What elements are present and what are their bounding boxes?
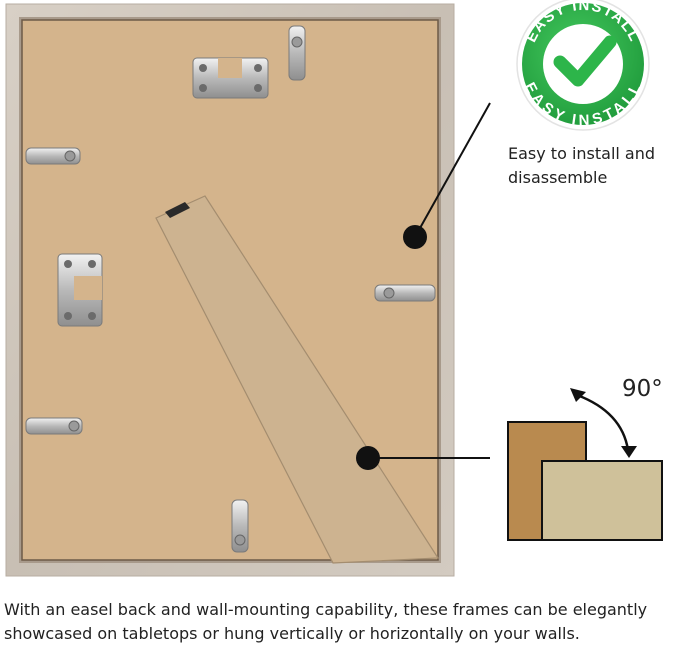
hanging-bracket-top: [192, 57, 269, 99]
product-caption: With an easel back and wall-mounting cap…: [4, 598, 679, 646]
hanging-bracket-left: [57, 253, 103, 327]
arrowhead-end-icon: [621, 446, 637, 458]
install-callout-line1: Easy to install and: [508, 144, 656, 163]
orientation-diagram: [507, 388, 663, 541]
rotation-angle-label: 90°: [622, 376, 663, 402]
turn-clip-right: [374, 284, 436, 302]
arrowhead-start-icon: [570, 388, 586, 402]
install-callout-line2: disassemble: [508, 168, 608, 187]
install-callout-text: Easy to install and disassemble: [508, 142, 673, 190]
turn-clip-left-upper: [25, 147, 81, 165]
rotation-arc: [576, 393, 630, 451]
turn-clip-left-lower: [25, 417, 83, 435]
easy-install-badge: EASY INSTALL EASY INSTALL: [516, 0, 650, 131]
callout-pointer-install: [403, 102, 491, 249]
caption-line2: showcased on tabletops or hung verticall…: [4, 624, 580, 643]
easel-stand: [155, 195, 440, 564]
turn-clip-bottom: [231, 499, 249, 553]
turn-clip-top: [288, 25, 306, 81]
check-icon: [553, 35, 617, 87]
caption-line1: With an easel back and wall-mounting cap…: [4, 600, 648, 619]
landscape-square: [541, 460, 663, 541]
callout-pointer-easel: [356, 446, 490, 470]
